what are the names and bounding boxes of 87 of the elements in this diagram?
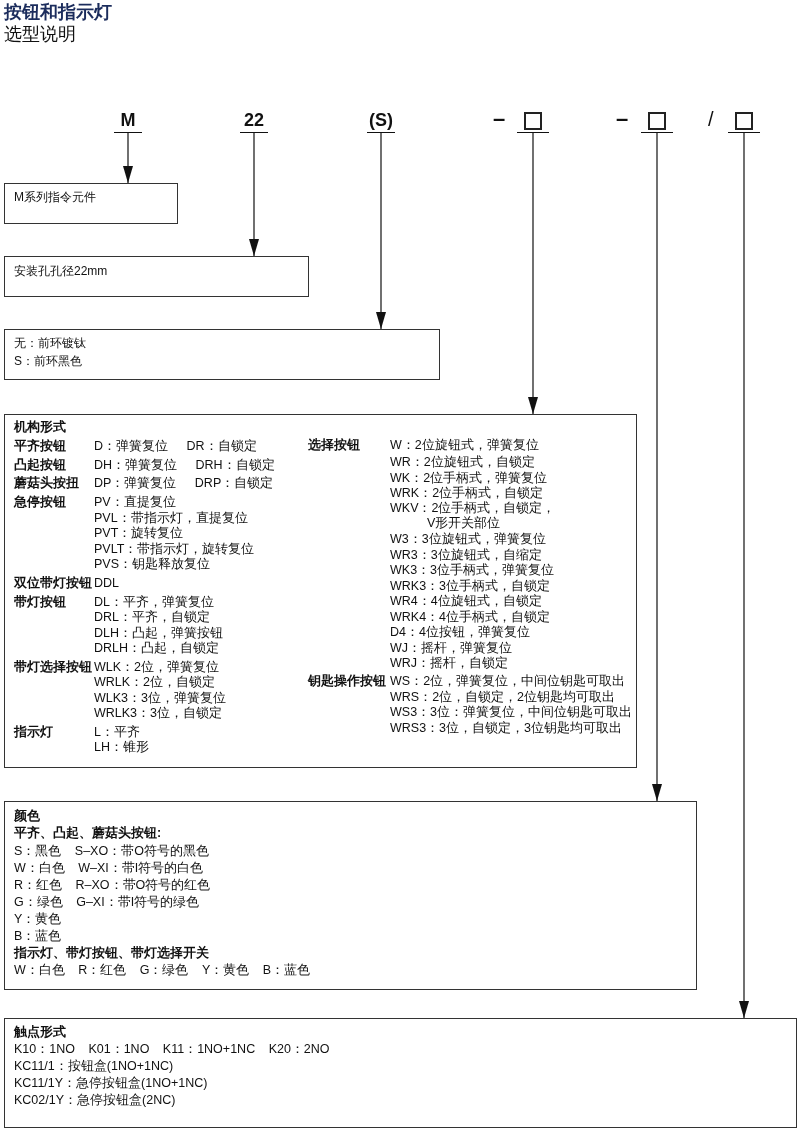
arrow	[739, 132, 749, 1019]
code-segment: (S)	[367, 108, 395, 133]
arrow	[528, 132, 538, 415]
box-heading: 机构形式	[14, 419, 66, 435]
category-label: 带灯选择按钮	[14, 659, 92, 675]
option-text: WRK3：3位手柄式，自锁定	[390, 578, 551, 594]
page-subtitle: 选型说明	[4, 23, 76, 45]
description-box	[4, 256, 309, 297]
code-segment: M	[114, 108, 142, 133]
page-title: 按钮和指示灯	[4, 1, 112, 23]
option-text: WS3：3位：弹簧复位，中间位钥匙可取出	[390, 704, 633, 720]
arrow	[123, 132, 133, 184]
category-label: 双位带灯按钮	[14, 575, 92, 591]
code-segment: 22	[240, 108, 268, 133]
option-text: WRS：2位，自锁定，2位钥匙均可取出	[390, 689, 616, 705]
box-heading: 颜色	[14, 808, 40, 824]
description-box	[4, 801, 697, 990]
arrow	[249, 132, 259, 257]
box-heading: 触点形式	[14, 1024, 66, 1040]
option-text: WRK4：4位手柄式，自锁定	[390, 609, 551, 625]
option-text: W：白色 R：红色 G：绿色 Y：黄色 B：蓝色	[14, 962, 311, 978]
option-text: WRK：2位手柄式，自锁定	[390, 485, 544, 501]
option-text: DDL	[94, 575, 119, 591]
category-label: 凸起按钮	[14, 457, 66, 473]
option-text: S：黑色 S–XO：带O符号的黑色	[14, 843, 209, 859]
option-text: PV：直提复位	[94, 494, 176, 510]
option-text: KC02/1Y：急停按钮盒(2NC)	[14, 1092, 176, 1108]
option-text: R：红色 R–XO：带O符号的红色	[14, 877, 211, 893]
option-text: WR3：3位旋钮式，自缩定	[390, 547, 542, 563]
description-box	[4, 329, 440, 380]
category-label: 指示灯	[14, 724, 53, 740]
description-text: 无：前环镀钛	[14, 335, 86, 351]
option-text: Y：黄色	[14, 911, 62, 927]
option-text: WRS3：3位，自锁定，3位钥匙均可取出	[390, 720, 623, 736]
option-text: WRJ：摇杆，自锁定	[390, 655, 509, 671]
option-text: PVT：旋转复位	[94, 525, 184, 541]
option-text: B：蓝色	[14, 928, 62, 944]
option-text: WK3：3位手柄式，弹簧复位	[390, 562, 555, 578]
option-text: KC11/1Y：急停按钮盒(1NO+1NC)	[14, 1075, 208, 1091]
category-label: 急停按钮	[14, 494, 66, 510]
option-text: WRLK：2位，自锁定	[94, 674, 216, 690]
description-box	[4, 414, 637, 768]
option-text: DRL：平齐，自锁定	[94, 609, 210, 625]
option-text: WR4：4位旋钮式，自锁定	[390, 593, 542, 609]
option-text: WLK3：3位，弹簧复位	[94, 690, 226, 706]
option-text: WR：2位旋钮式，自锁定	[390, 454, 535, 470]
option-text: WRLK3：3位，自锁定	[94, 705, 223, 721]
option-text: DL：平齐，弹簧复位	[94, 594, 214, 610]
option-text: LH：锥形	[94, 739, 149, 755]
description-box	[4, 1018, 797, 1128]
option-text: WLK：2位，弹簧复位	[94, 659, 220, 675]
option-text: D：弹簧复位 DR：自锁定	[94, 438, 257, 454]
option-text: DLH：凸起，弹簧按钮	[94, 625, 223, 641]
option-text: PVLT：带指示灯，旋转复位	[94, 541, 255, 557]
category-label: 蘑菇头按扭	[14, 475, 79, 491]
description-text: M系列指令元件	[14, 189, 96, 205]
option-text: PVS：钥匙释放复位	[94, 556, 210, 572]
option-text: WS：2位，弹簧复位，中间位钥匙可取出	[390, 673, 626, 689]
description-box	[4, 183, 178, 224]
option-text: DH：弹簧复位 DRH：自锁定	[94, 457, 275, 473]
subheading: 平齐、凸起、蘑菇头按钮:	[14, 825, 162, 841]
arrow	[652, 132, 662, 802]
option-text: DP：弹簧复位 DRP：自锁定	[94, 475, 274, 491]
category-label: 选择按钮	[308, 437, 360, 453]
option-text: WKV：2位手柄式，自锁定，V形开关部位	[390, 501, 557, 531]
option-text: DRLH：凸起，自锁定	[94, 640, 220, 656]
subheading: 指示灯、带灯按钮、带灯选择开关	[14, 945, 209, 961]
option-text: D4：4位按钮，弹簧复位	[390, 624, 530, 640]
option-text: WK：2位手柄式，弹簧复位	[390, 470, 548, 486]
category-label: 钥匙操作按钮	[308, 673, 386, 689]
option-text: K10：1NO K01：1NO K11：1NO+1NC K20：2NO	[14, 1041, 330, 1057]
code-separator: /	[708, 107, 714, 131]
code-separator: –	[616, 106, 629, 132]
description-text: S：前环黑色	[14, 353, 82, 369]
option-text: WJ：摇杆，弹簧复位	[390, 640, 513, 656]
option-text: W3：3位旋钮式，弹簧复位	[390, 531, 546, 547]
category-label: 平齐按钮	[14, 438, 66, 454]
option-text: W：白色 W–XI：带I符号的白色	[14, 860, 204, 876]
code-separator: –	[493, 106, 506, 132]
option-text: G：绿色 G–XI：带I符号的绿色	[14, 894, 200, 910]
option-text: KC11/1：按钮盒(1NO+1NC)	[14, 1058, 174, 1074]
option-text: PVL：带指示灯，直提复位	[94, 510, 248, 526]
option-text: L：平齐	[94, 724, 140, 740]
arrow	[376, 132, 386, 330]
option-text: W：2位旋钮式，弹簧复位	[390, 437, 539, 453]
description-text: 安装孔孔径22mm	[14, 263, 108, 279]
category-label: 带灯按钮	[14, 594, 66, 610]
